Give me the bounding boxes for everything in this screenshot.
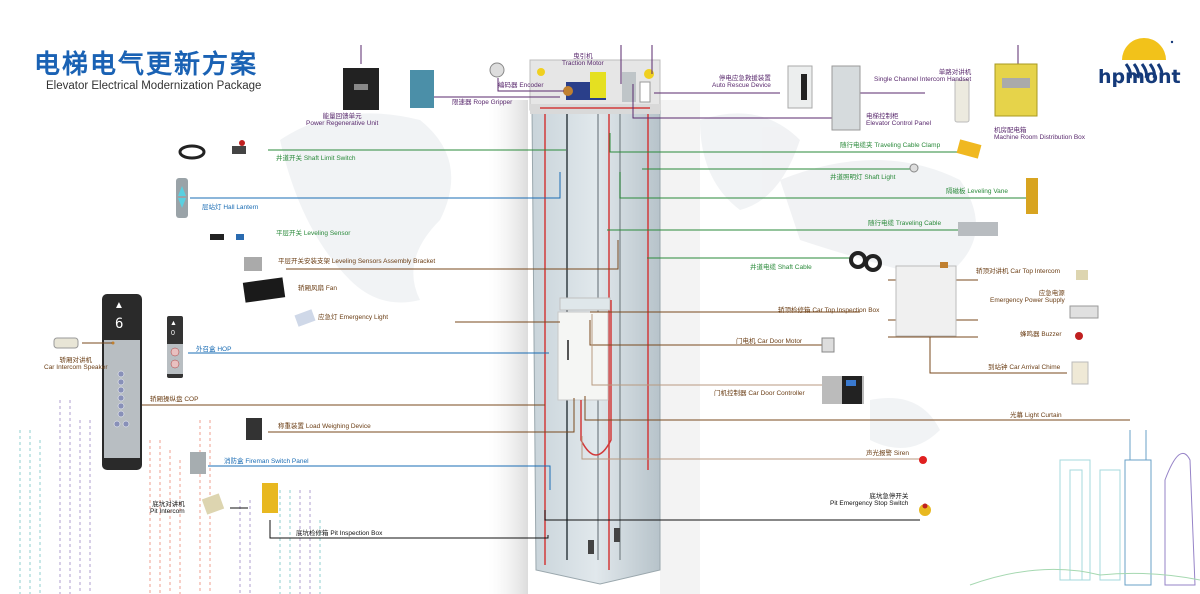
leveling-sensor-icon (210, 234, 224, 240)
pit-inspection-box-icon (262, 483, 278, 513)
elevator-shaft (529, 59, 661, 585)
traveling-cable-clamp-icon (956, 139, 982, 159)
shaft-light-icon (909, 163, 919, 173)
hop-panel (167, 316, 183, 378)
cop-floor-display: 6 (115, 316, 124, 332)
label-car-top-inspection-box: 轿顶检修箱 Car Top Inspection Box (778, 306, 880, 314)
brand-name: hpmont (1098, 66, 1181, 88)
shaft-wires (268, 133, 1026, 259)
auto-rescue-device-icon (787, 65, 813, 109)
brand-logo-icon (1122, 38, 1174, 79)
label-hall-lantern: 层站灯 Hall Lantern (202, 203, 259, 211)
machine-room-distribution-box-icon (994, 63, 1038, 117)
page-subtitle: Elevator Electrical Modernization Packag… (46, 80, 262, 92)
component-icons (176, 62, 1099, 516)
emergency-power-supply-icon (1069, 305, 1099, 319)
hall-wires (188, 172, 561, 490)
label-hop: 外召盒 HOP (196, 345, 232, 353)
label-emergency-light: 应急灯 Emergency Light (318, 313, 389, 321)
limit-switch-icon (232, 146, 246, 154)
pit-wires (230, 507, 920, 539)
fan-icon (242, 277, 286, 303)
leveling-bracket-icon (244, 257, 262, 271)
car-top-inspection-box-icon (895, 265, 957, 337)
label-cop: 轿厢操纵盘 COP (150, 395, 199, 403)
label-car-door-motor: 门电机 Car Door Motor (736, 337, 803, 345)
left-skyline (19, 400, 321, 594)
intercom-handset-icon (954, 79, 970, 123)
traveling-cable-icon (958, 222, 998, 236)
label-pit-inspection-box: 底坑检修箱 Pit Inspection Box (296, 529, 383, 537)
label-rope-gripper: 限速器 Rope Gripper (452, 98, 513, 106)
label-shaft-limit-switch: 井道开关 Shaft Limit Switch (276, 154, 356, 162)
cop-direction-arrow: ▲ (114, 300, 124, 311)
label-car-top-intercom: 轿顶对讲机 Car Top Intercom (976, 267, 1061, 275)
cop-panel (102, 294, 142, 470)
fireman-switch-panel-icon (190, 452, 206, 474)
shaft-cable-icon (849, 251, 867, 269)
siren-icon (919, 456, 927, 464)
label-fan: 轿厢风扇 Fan (298, 284, 338, 292)
load-weighing-icon (246, 418, 262, 440)
label-car-door-controller: 门机控制器 Car Door Controller (714, 389, 805, 397)
shaft-shadow-left (488, 100, 528, 594)
label-car-arrival-chime: 到站钟 Car Arrival Chime (988, 363, 1061, 371)
car-door-motor-icon (821, 337, 835, 353)
pit-intercom-icon (201, 493, 225, 515)
elevator-control-panel-icon (831, 65, 861, 131)
label-leveling-sensor: 平层开关 Leveling Sensor (276, 229, 351, 237)
label-siren: 声光报警 Siren (866, 449, 909, 457)
leveling-vane-icon (1026, 178, 1038, 214)
label-leveling-bracket: 平层开关安装支架 Leveling Sensors Assembly Brack… (278, 257, 436, 265)
buzzer-icon (1075, 332, 1083, 340)
car-arrival-chime-icon (1071, 361, 1089, 385)
car-wires-light (581, 314, 920, 460)
label-shaft-cable: 井道电缆 Shaft Cable (750, 263, 812, 271)
pit-emergency-stop-icon (919, 504, 931, 516)
label-traveling-cable: 随行电缆 Traveling Cable (868, 219, 942, 227)
encoder-icon (489, 62, 505, 78)
page-title: 电梯电气更新方案 (34, 50, 259, 80)
label-traveling-cable-clamp: 随行电缆夹 Traveling Cable Clamp (840, 141, 941, 149)
shaft-shadow-right (660, 100, 700, 594)
limit-switch-cable-icon (178, 144, 206, 160)
label-leveling-vane: 隔磁板 Leveling Vane (946, 187, 1009, 195)
label-shaft-light: 井道照明灯 Shaft Light (830, 173, 896, 181)
label-fireman-switch-panel: 消防盒 Fireman Switch Panel (224, 457, 309, 465)
emergency-light-icon (294, 309, 316, 327)
label-buzzer: 蜂鸣器 Buzzer (1020, 330, 1062, 338)
label-encoder: 编码器 Encoder (498, 81, 544, 89)
label-light-curtain: 光幕 Light Curtain (1010, 411, 1062, 419)
car-intercom-speaker-icon (53, 337, 79, 349)
hop-floor-display: 0 (171, 330, 175, 337)
right-skyline (969, 430, 1200, 586)
label-load-weighing-device: 称重装置 Load Weighing Device (278, 422, 371, 430)
hop-direction-arrow: ▲ (170, 320, 177, 327)
car-top-intercom-icon (1076, 270, 1088, 280)
rope-gripper-icon (410, 70, 434, 108)
